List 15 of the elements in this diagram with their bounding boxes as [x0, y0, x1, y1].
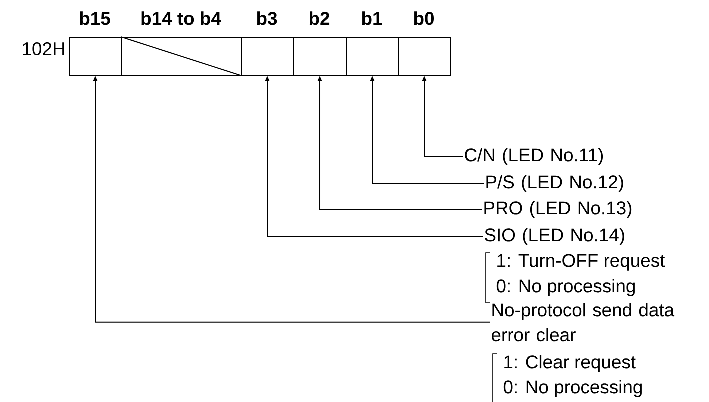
bit-description: C/N (LED No.11) — [465, 148, 604, 166]
bit-label: b2 — [310, 12, 330, 26]
bit-label: b1 — [362, 12, 382, 26]
value-note: 1: Clear request — [504, 355, 636, 372]
value-note: 0: No processing — [496, 279, 635, 296]
bit-label: b3 — [257, 12, 278, 26]
value-note: 1: Turn-OFF request — [498, 254, 666, 271]
bit-description: PRO (LED No.13) — [484, 201, 632, 218]
bit-description: SIO (LED No.14) — [485, 228, 624, 246]
value-note: 0: No processing — [504, 380, 642, 398]
bit-label: b15 — [80, 12, 110, 26]
bit-description: No-protocol send data error clear — [492, 303, 675, 342]
bit-label: b14 to b4 — [142, 12, 222, 26]
bit-description: P/S (LED No.12) — [486, 175, 624, 192]
bit-label: b0 — [414, 12, 434, 26]
